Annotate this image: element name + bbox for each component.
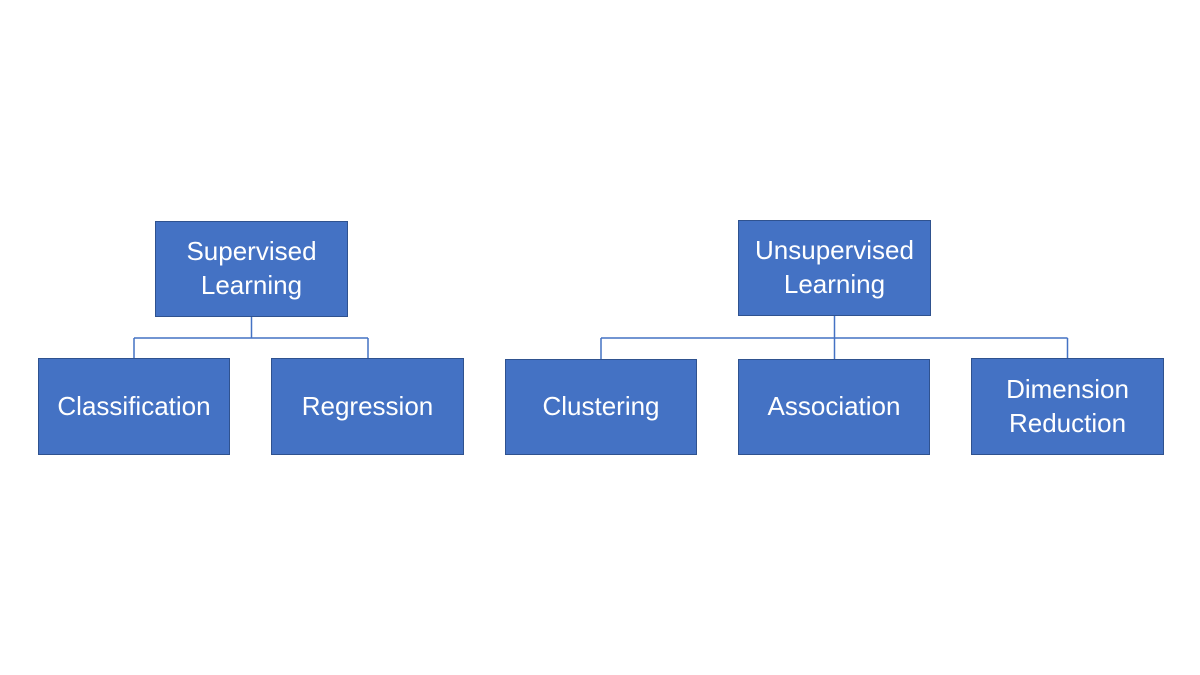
node-label: Dimension Reduction [1006,373,1129,438]
node-label: Association [767,391,901,422]
node-supervised-learning: Supervised Learning [155,221,348,317]
node-label: Clustering [542,391,660,422]
node-dimension-reduction: Dimension Reduction [971,358,1164,455]
node-label: Unsupervised Learning [755,235,914,299]
node-regression: Regression [271,358,464,455]
node-unsupervised-learning: Unsupervised Learning [738,220,931,316]
connector-supervised-tree [133,317,369,358]
node-association: Association [738,359,930,455]
node-label: Supervised Learning [186,236,317,300]
node-label: Classification [57,390,211,421]
node-classification: Classification [38,358,230,455]
connector-unsupervised-tree [600,316,1069,359]
node-label: Regression [301,390,434,421]
node-clustering: Clustering [505,359,697,455]
